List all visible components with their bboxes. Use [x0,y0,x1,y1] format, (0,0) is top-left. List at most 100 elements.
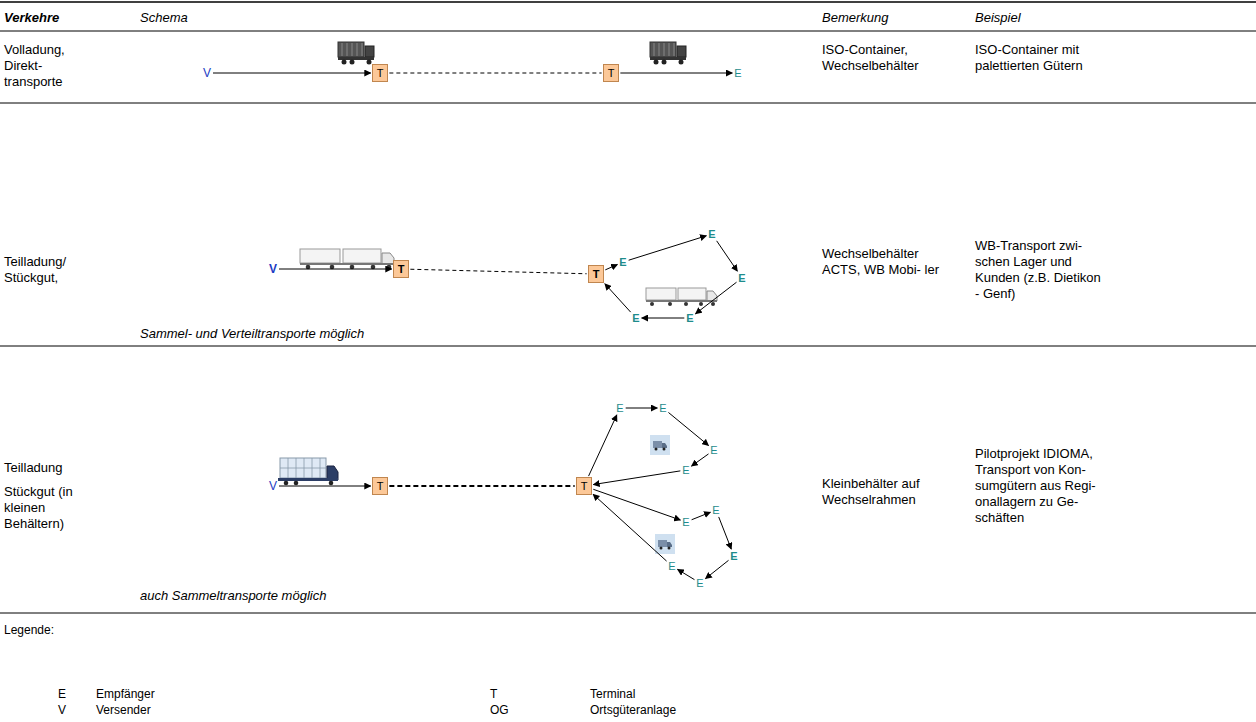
terminal-box: T [372,64,389,82]
node-text: T [377,479,384,493]
transport-arrow [593,471,680,485]
remark-cell: Kleinbehälter auf Wechselrahmen [822,476,952,508]
container-truck [650,42,686,65]
receiver-letter: E [695,577,704,589]
table-rule [0,31,1256,32]
node-text: T [398,262,405,276]
terminal-box: T [603,64,620,82]
node-text: E [708,228,715,240]
transport-arrow [213,73,371,74]
table-rule [0,346,1256,347]
schema-note: auch Sammeltransporte möglich [140,588,440,604]
node-text: T [581,479,588,493]
transport-arrow [642,318,685,319]
sender-letter: V [202,66,212,80]
node-text: E [616,402,623,414]
legend-text: Ortsgüteranlage [590,702,750,718]
column-header: Schema [140,10,260,26]
node-text: E [632,312,639,324]
receiver-letter: E [631,312,640,324]
receiver-letter: E [709,444,718,456]
node-text: E [712,504,719,516]
node-text: V [269,262,277,276]
transport-arrow [626,408,658,409]
node-text: E [668,560,675,572]
node-text: E [619,256,626,268]
transport-arrow [695,282,736,314]
legend-heading: Legende: [4,622,104,638]
delivery-van [650,435,670,455]
container-truck [338,42,374,65]
receiver-letter: E [667,560,676,572]
transport-arrow [668,412,708,445]
legend-key: T [490,686,520,702]
sender-letter: V [268,262,278,276]
terminal-box: T [576,477,593,495]
sender-letter: V [268,479,278,493]
transport-arrow [692,512,711,520]
row-heading: Teilladung/ Stückgut, [4,254,96,286]
terminal-box: T [588,265,605,283]
legend-key: OG [490,702,520,718]
terminal-box: T [393,260,410,278]
swap-body-truck [646,288,717,306]
small-container-truck [278,458,338,485]
column-header: Verkehre [4,10,124,26]
transport-arrow [629,236,707,260]
node-text: E [659,402,666,414]
receiver-letter: E [737,272,746,284]
column-header: Bemerkung [822,10,942,26]
receiver-letter: E [615,402,624,414]
schema-note: Sammel- und Verteiltransporte möglich [140,326,440,342]
receiver-letter: E [707,228,716,240]
terminal-box: T [372,477,389,495]
transport-arrow [605,264,617,269]
rail-line [410,269,586,274]
transport-arrow [593,494,666,561]
legend-text: Terminal [590,686,750,702]
transport-arrow [678,569,695,579]
receiver-letter: E [711,504,720,516]
receiver-letter: E [618,256,627,268]
example-cell: WB-Transport zwi- schen Lager und Kunden… [975,238,1107,302]
transport-arrow [589,415,617,476]
row-heading: Volladung, Direkt- transporte [4,42,82,90]
node-text: E [710,444,717,456]
transport-arrow [605,284,631,312]
row-heading: Stückgut (in kleinen Behältern) [4,484,88,532]
transport-arrow [279,486,371,487]
node-text: T [593,267,600,281]
table-rule [0,1,1256,3]
delivery-van [655,534,675,554]
transport-arrow [717,241,738,271]
column-header: Beispiel [975,10,1095,26]
remark-cell: ISO-Container, Wechselbehälter [822,42,947,74]
receiver-letter: E [733,67,742,79]
receiver-letter: E [729,550,738,562]
receiver-letter: E [681,516,690,528]
legend-key: E [58,686,88,702]
table-rule [0,613,1256,614]
remark-cell: Wechselbehälter ACTS, WB Mobi- ler [822,246,942,278]
node-text: T [608,66,615,80]
node-text: V [269,479,277,493]
swap-body-truck [300,249,394,269]
rail-line [389,73,601,74]
transport-arrow [691,454,708,466]
node-text: E [738,272,745,284]
transport-arrow [279,269,392,270]
node-text: E [682,516,689,528]
table-rule [0,103,1256,104]
example-cell: Pilotprojekt IDIOMA, Transport von Kon- … [975,446,1105,526]
receiver-letter: E [658,402,667,414]
legend-text: Empfänger [96,686,256,702]
node-text: E [682,464,689,476]
receiver-letter: E [681,464,690,476]
node-text: E [734,67,741,79]
node-text: E [686,312,693,324]
node-text: V [203,66,211,80]
rail-line [389,485,574,487]
transport-arrow [719,517,732,549]
